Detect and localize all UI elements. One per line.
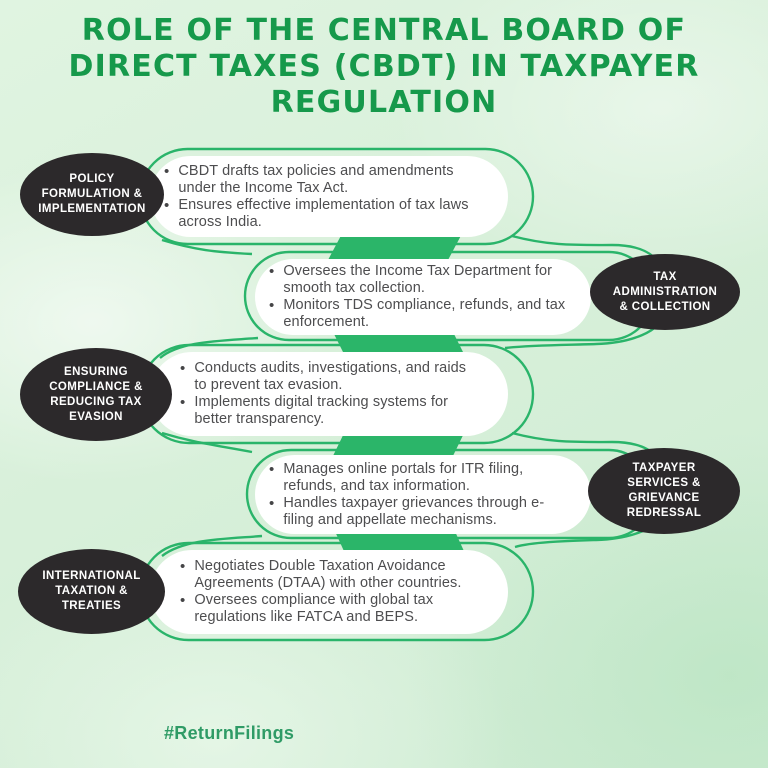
bullet-list: Oversees the Income Tax Department for s… — [255, 263, 591, 331]
category-badge-international-taxation: INTERNATIONAL TAXATION & TREATIES — [18, 549, 165, 634]
category-badge-compliance: ENSURING COMPLIANCE & REDUCING TAX EVASI… — [20, 348, 172, 441]
bullet-item: Ensures effective implementation of tax … — [164, 197, 508, 231]
content-card-tax-administration: Oversees the Income Tax Department for s… — [255, 259, 591, 335]
category-badge-tax-administration: TAX ADMINISTRATION & COLLECTION — [590, 254, 740, 330]
content-card-taxpayer-services: Manages online portals for ITR filing, r… — [255, 455, 591, 534]
content-card-policy-formulation: CBDT drafts tax policies and amendments … — [150, 156, 508, 237]
bullet-item: Handles taxpayer grievances through e- f… — [269, 495, 591, 529]
category-badge-taxpayer-services: TAXPAYER SERVICES & GRIEVANCE REDRESSAL — [588, 448, 740, 534]
bullet-list: CBDT drafts tax policies and amendments … — [150, 163, 508, 231]
content-card-compliance: Conducts audits, investigations, and rai… — [150, 352, 508, 436]
bullet-item: Implements digital tracking systems for … — [180, 394, 508, 428]
bullet-item: Monitors TDS compliance, refunds, and ta… — [269, 297, 591, 331]
bullet-item: Conducts audits, investigations, and rai… — [180, 360, 508, 394]
bullet-item: CBDT drafts tax policies and amendments … — [164, 163, 508, 197]
bullet-list: Negotiates Double Taxation Avoidance Agr… — [150, 558, 508, 626]
bullet-list: Conducts audits, investigations, and rai… — [150, 360, 508, 428]
page-title: ROLE OF THE CENTRAL BOARD OF DIRECT TAXE… — [68, 13, 700, 120]
hashtag: #ReturnFilings — [164, 723, 295, 743]
bullet-item: Oversees the Income Tax Department for s… — [269, 263, 591, 297]
bullet-list: Manages online portals for ITR filing, r… — [255, 461, 591, 529]
category-badge-policy-formulation: POLICY FORMULATION & IMPLEMENTATION — [20, 153, 164, 236]
content-card-international-taxation: Negotiates Double Taxation Avoidance Agr… — [150, 550, 508, 634]
bullet-item: Manages online portals for ITR filing, r… — [269, 461, 591, 495]
bullet-item: Oversees compliance with global tax regu… — [180, 592, 508, 626]
bullet-item: Negotiates Double Taxation Avoidance Agr… — [180, 558, 508, 592]
